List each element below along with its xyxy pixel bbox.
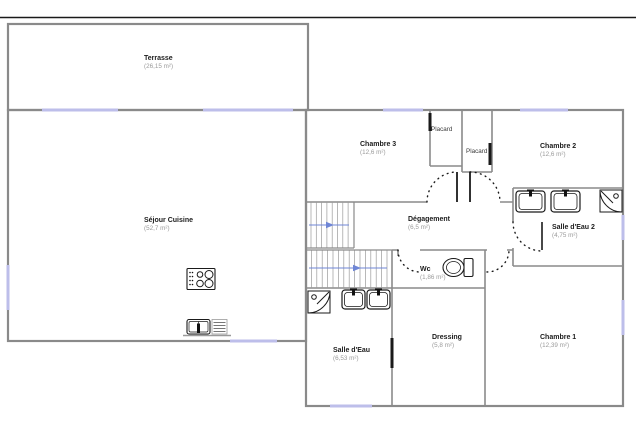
windows <box>6 108 625 408</box>
room-name: Séjour Cuisine <box>144 217 194 224</box>
room-area: (12,6 m²) <box>360 149 386 156</box>
chambre1-door-arc <box>486 249 510 273</box>
room-name: Chambre 3 <box>360 141 397 148</box>
placard-walls <box>429 111 493 173</box>
room-label-degagement: Dégagement (6,5 m²) <box>408 216 450 231</box>
room-label-salle-eau-2: Salle d'Eau 2 (4,75 m²) <box>552 224 595 239</box>
room-area: (6,5 m²) <box>408 224 431 231</box>
room-area: (1,86 m²) <box>420 274 446 281</box>
room-label-salle-eau: Salle d'Eau (6,53 m²) <box>333 347 370 362</box>
shower-icon <box>599 189 623 213</box>
shower-icon <box>307 290 331 314</box>
chambre2-door-arc <box>469 171 501 203</box>
room-name: Chambre 2 <box>540 143 577 150</box>
chambre3-door-arc <box>426 171 458 203</box>
room-area: (6,53 m²) <box>333 355 359 362</box>
sink-icon <box>550 189 581 213</box>
room-area: (12,39 m²) <box>540 342 570 349</box>
sink-icon <box>515 189 546 213</box>
stair-treads-lower <box>311 250 388 288</box>
room-label-placard2: Placard <box>466 148 488 155</box>
room-label-chambre1: Chambre 1 (12,39 m²) <box>540 334 576 349</box>
chambre2-salle-eau2-wall <box>500 187 623 222</box>
interior-walls <box>306 111 623 406</box>
wc-top-wall <box>392 249 513 256</box>
room-label-dressing: Dressing (5,8 m²) <box>432 334 462 349</box>
room-name: Salle d'Eau 2 <box>552 224 595 231</box>
room-name: Chambre 1 <box>540 334 577 341</box>
room-label-chambre3: Chambre 3 (12,6 m²) <box>360 141 396 156</box>
sink-icon <box>341 288 366 310</box>
door-leaves <box>390 113 543 368</box>
room-label-terrasse: Terrasse (26,15 m²) <box>144 55 173 70</box>
room-label-wc: Wc (1,86 m²) <box>420 266 446 281</box>
wc-door-arc <box>397 249 421 273</box>
salle-eau2-fixtures <box>515 189 623 213</box>
room-name: Salle d'Eau <box>333 347 371 354</box>
stair-direction-arrows <box>309 221 387 272</box>
room-area: (12,6 m²) <box>540 151 566 158</box>
room-name: Dégagement <box>408 216 451 223</box>
salle-eau2-door-arc <box>512 221 543 252</box>
room-name: Terrasse <box>144 55 173 62</box>
toilet-icon <box>442 257 474 278</box>
staircase <box>306 202 392 288</box>
building-walls <box>304 108 625 408</box>
sink-icon <box>366 288 391 310</box>
room-area: (4,75 m²) <box>552 232 578 239</box>
room-name: Wc <box>420 266 431 273</box>
room-area: (5,8 m²) <box>432 342 455 349</box>
door-arcs <box>397 171 543 273</box>
room-label-sejour: Séjour Cuisine (52,7 m²) <box>144 217 193 232</box>
room-name: Dressing <box>432 334 462 341</box>
kitchen-sink-icon <box>183 318 231 337</box>
room-area: (26,15 m²) <box>144 63 174 70</box>
salle-eau-fixtures <box>307 288 391 314</box>
room-area: (52,7 m²) <box>144 225 170 232</box>
room-label-chambre2: Chambre 2 (12,6 m²) <box>540 143 576 158</box>
exterior-walls <box>6 22 625 408</box>
stair-upper-edge <box>306 202 355 249</box>
room-label-placard1: Placard <box>431 126 453 133</box>
cooktop-icon <box>186 267 216 291</box>
chambre1-top-wall <box>512 248 623 267</box>
